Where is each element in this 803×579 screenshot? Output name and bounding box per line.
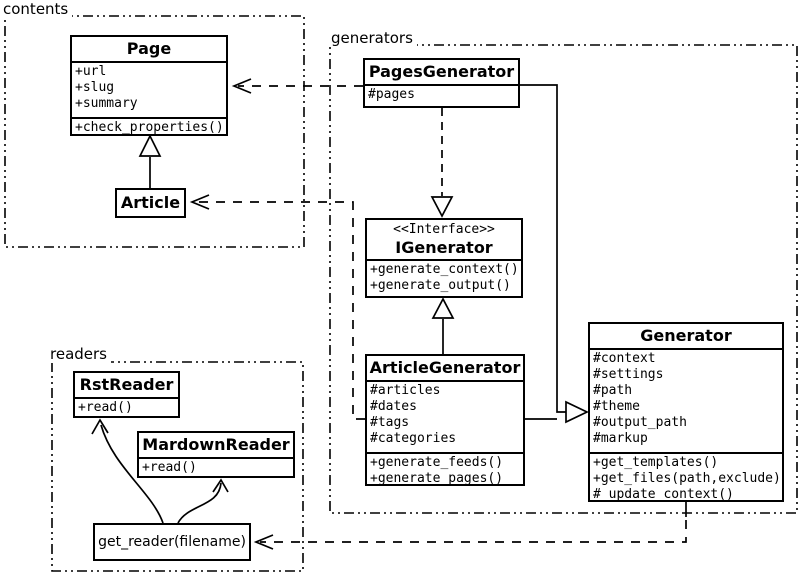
- open-arrowhead-icon: [253, 534, 274, 550]
- class-generator-methods: +get_templates() +get_files(path,exclude…: [590, 452, 782, 502]
- class-page-attributes: +url +slug +summary: [72, 61, 226, 117]
- uml-member-row: +get_templates(): [593, 455, 719, 470]
- class-article-generator-title: ArticleGenerator: [369, 358, 521, 377]
- class-mardown-reader-methods: +read(): [139, 457, 293, 476]
- uml-member-row: +read(): [78, 400, 133, 415]
- class-igenerator-methods: +generate_context() +generate_output(): [367, 259, 521, 295]
- open-arrowhead-icon: [91, 418, 109, 435]
- inheritance-triangle-icon: [138, 134, 162, 157]
- class-igenerator: <<Interface>> IGenerator +generate_conte…: [365, 218, 523, 298]
- open-arrowhead-icon: [189, 194, 210, 210]
- class-rst-reader: RstReader +read(): [73, 371, 180, 418]
- class-generator-title: Generator: [640, 326, 732, 345]
- class-igenerator-title: IGenerator: [395, 238, 493, 257]
- uml-member-row: +generate_pages(): [370, 471, 504, 486]
- class-article-generator-methods: +generate_feeds() +generate_pages(): [367, 452, 523, 486]
- class-page-title: Page: [126, 39, 172, 58]
- class-article-title: Article: [120, 193, 181, 212]
- uml-member-row: #markup: [593, 431, 648, 446]
- open-arrowhead-icon: [231, 78, 252, 94]
- uml-member-row: #output_path: [593, 415, 687, 430]
- realization-triangle-icon: [430, 196, 454, 218]
- dependency-articlegenerator-to-article: [189, 194, 365, 420]
- package-contents-label: contents: [2, 1, 73, 18]
- uml-member-row: +get_files(path,exclude): [593, 471, 781, 486]
- association-getreader-to-mardownreader: [177, 478, 229, 524]
- class-rst-reader-methods: +read(): [75, 397, 178, 416]
- class-rst-reader-title: RstReader: [79, 375, 174, 394]
- realization-pagesgenerator-to-igenerator: [430, 108, 454, 218]
- class-page: Page +url +slug +summary +check_properti…: [70, 35, 228, 136]
- dependency-pagesgenerator-to-page: [231, 78, 363, 94]
- uml-member-row: #tags: [370, 415, 410, 430]
- package-readers-border: [51, 361, 304, 572]
- class-pages-generator-title: PagesGenerator: [368, 62, 515, 81]
- class-pages-generator: PagesGenerator #pages: [363, 58, 520, 108]
- uml-member-row: +read(): [142, 460, 197, 475]
- open-arrowhead-icon: [212, 478, 229, 493]
- uml-member-row: #theme: [593, 399, 640, 414]
- uml-member-row: +generate_context(): [370, 262, 519, 277]
- package-generators-label: generators: [330, 30, 417, 47]
- inheritance-triangle-icon: [431, 297, 455, 319]
- uml-member-row: #context: [593, 351, 656, 366]
- uml-member-row: #settings: [593, 367, 664, 382]
- package-contents-border: [4, 15, 305, 248]
- class-generator: Generator #context #settings #path #them…: [588, 322, 784, 502]
- uml-member-row: #dates: [370, 399, 417, 414]
- class-mardown-reader-title: MardownReader: [142, 435, 290, 454]
- uml-member-row: +generate_feeds(): [370, 455, 504, 470]
- class-pages-generator-attributes: #pages: [365, 84, 518, 104]
- uml-member-row: +check_properties(): [75, 120, 224, 135]
- uml-member-row: +slug: [75, 80, 115, 95]
- inheritance-triangle-icon: [565, 400, 589, 424]
- class-igenerator-stereotype: <<Interface>>: [393, 222, 495, 237]
- inheritance-article-to-page: [138, 134, 162, 188]
- uml-member-row: #_update_context(): [593, 487, 734, 502]
- class-article: Article: [115, 188, 186, 218]
- uml-member-row: +summary: [75, 96, 138, 111]
- inheritance-to-generator: [520, 84, 589, 424]
- uml-member-row: +generate_output(): [370, 278, 511, 293]
- dependency-generator-to-getreader: [253, 502, 687, 550]
- class-mardown-reader: MardownReader +read(): [137, 431, 295, 478]
- inheritance-articlegenerator-to-igenerator: [431, 297, 455, 354]
- package-readers-label: readers: [49, 346, 111, 363]
- uml-member-row: +url: [75, 64, 107, 79]
- uml-member-row: #pages: [368, 87, 415, 102]
- class-generator-attributes: #context #settings #path #theme #output_…: [590, 348, 782, 452]
- class-page-methods: +check_properties(): [72, 117, 226, 135]
- uml-member-row: #path: [593, 383, 633, 398]
- class-article-generator: ArticleGenerator #articles #dates #tags …: [365, 354, 525, 486]
- association-getreader-to-rstreader: [91, 418, 164, 524]
- uml-member-row: #categories: [370, 431, 457, 446]
- uml-member-row: #articles: [370, 383, 441, 398]
- node-get-reader: get_reader(filename): [93, 523, 251, 561]
- class-article-generator-attributes: #articles #dates #tags #categories: [367, 380, 523, 452]
